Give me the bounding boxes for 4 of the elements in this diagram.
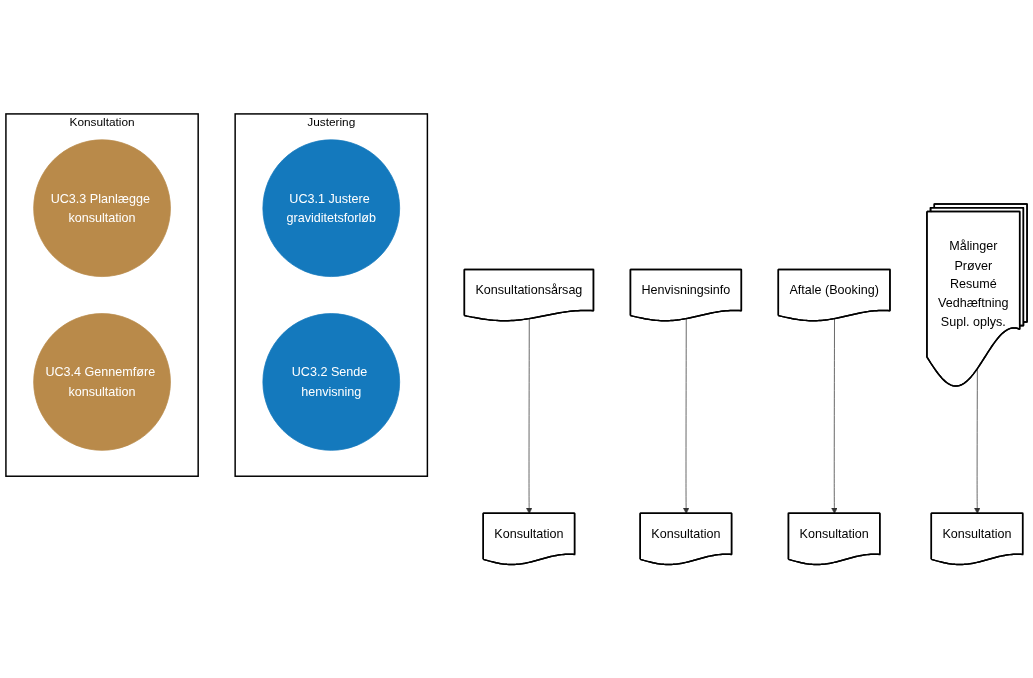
node-circle: UC3.1 Justere graviditetsforløb <box>262 139 401 277</box>
node-circle: UC3.4 Gennemføre konsultation <box>33 313 171 451</box>
node-circle: UC3.3 Planlægge konsultation <box>33 139 171 277</box>
node-circle: UC3.2 Sende henvisning <box>262 313 401 451</box>
